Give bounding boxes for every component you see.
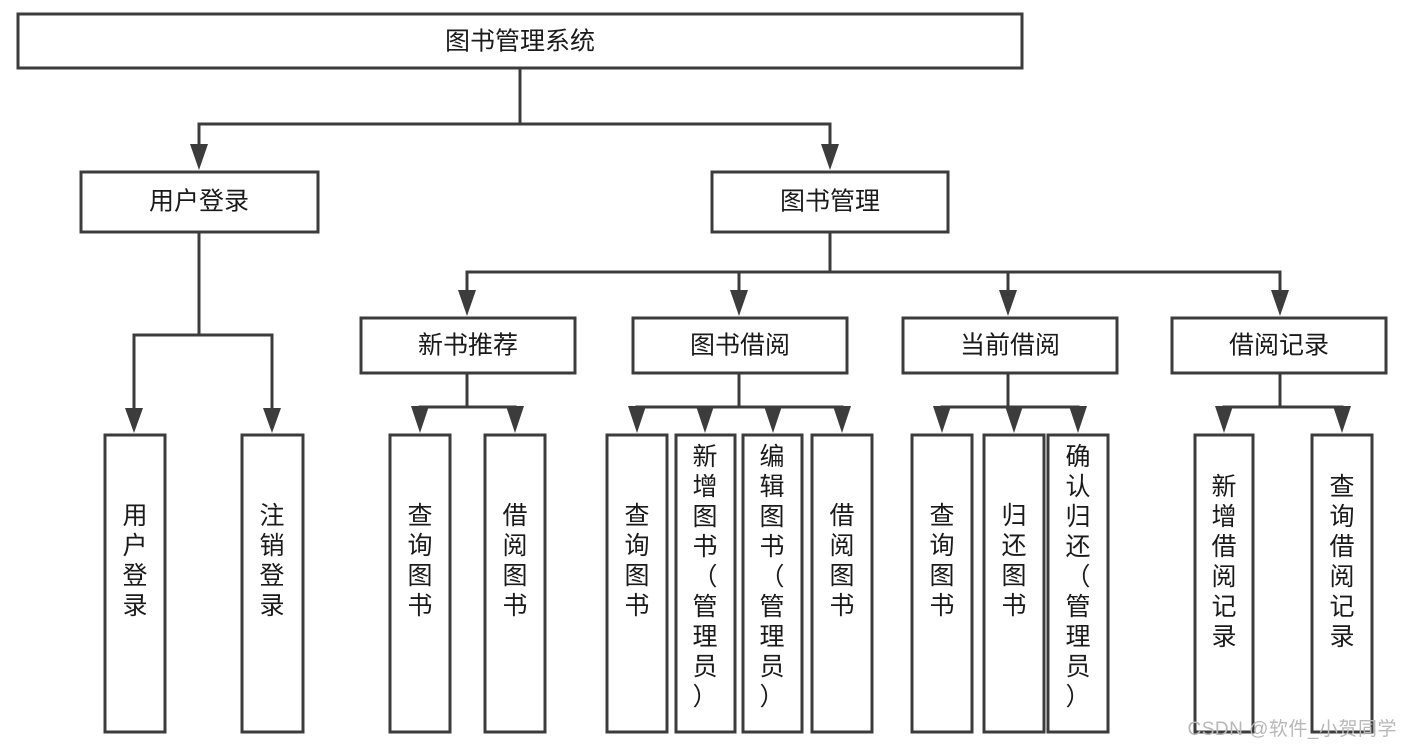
node-borrow-record-label: 借阅记录 [1229,332,1329,360]
arrow-root-to-book [821,144,839,170]
leaf-user-login-box [103,433,167,734]
node-root[interactable]: 图书管理系统 [16,12,1024,70]
arrow-borrow-child-1 [628,406,646,433]
leaf-record-add[interactable]: 新增借阅记录 [1193,433,1255,734]
arrow-newbook-child-2 [506,406,524,433]
arrow-record-child-1 [1215,406,1233,433]
leaf-newbook-query-label: 查询图书 [407,502,432,620]
arrow-root-to-user [190,144,208,170]
leaf-newbook-borrow[interactable]: 借阅图书 [483,433,547,734]
node-new-book-recommend-label: 新书推荐 [418,332,518,360]
arrow-current-child-2 [1005,406,1023,433]
node-new-book-recommend[interactable]: 新书推荐 [359,316,577,375]
leaf-borrow-edit[interactable]: 编辑图书（管理员） [741,433,804,734]
node-borrow-record[interactable]: 借阅记录 [1170,316,1388,375]
leaf-newbook-query-box [388,433,452,734]
leaf-borrow-query-label: 查询图书 [624,502,649,620]
node-user-login[interactable]: 用户登录 [79,170,320,234]
node-root-label: 图书管理系统 [445,28,595,56]
arrow-book-to-record [1271,290,1289,316]
node-user-login-label: 用户登录 [149,188,249,216]
node-borrow-record-box [1170,316,1388,375]
node-current-borrow[interactable]: 当前借阅 [901,316,1119,375]
leaf-current-confirm-return-label: 确认归还（管理员） [1065,443,1090,711]
node-user-login-box [79,170,320,234]
arrow-book-to-newbook [458,290,476,316]
leaf-record-add-box [1193,433,1255,734]
node-book-management[interactable]: 图书管理 [710,170,950,234]
leaf-borrow-add-box [674,433,737,734]
node-current-borrow-label: 当前借阅 [960,332,1060,360]
node-book-borrow[interactable]: 图书借阅 [631,316,849,375]
leaf-record-query-box [1310,433,1374,734]
arrow-record-child-2 [1333,406,1351,433]
leaf-newbook-borrow-label: 借阅图书 [502,502,527,620]
leaf-borrow-edit-label: 编辑图书（管理员） [759,443,784,711]
leaf-borrow-edit-box [741,433,804,734]
arrow-borrow-child-4 [833,406,851,433]
leaf-user-logout[interactable]: 注销登录 [240,433,305,734]
leaf-user-login[interactable]: 用户登录 [103,433,167,734]
leaf-current-query-box [910,433,974,734]
arrow-user-child-1 [125,408,143,433]
leaf-borrow-book[interactable]: 借阅图书 [810,433,874,734]
leaf-borrow-query-box [605,433,669,734]
leaf-newbook-borrow-box [483,433,547,734]
leaf-current-query-label: 查询图书 [929,502,954,620]
node-book-borrow-box [631,316,849,375]
node-current-borrow-box [901,316,1119,375]
node-new-book-recommend-box [359,316,577,375]
leaf-borrow-add[interactable]: 新增图书（管理员） [674,433,737,734]
leaf-record-query-label: 查询借阅记录 [1329,473,1354,651]
leaf-borrow-add-label: 新增图书（管理员） [692,443,717,711]
node-book-management-box [710,170,950,234]
arrow-book-to-borrow [730,290,748,316]
leaf-user-login-label: 用户登录 [122,502,147,620]
leaf-borrow-query[interactable]: 查询图书 [605,433,669,734]
node-book-management-label: 图书管理 [780,188,880,216]
leaf-user-logout-box [240,433,305,734]
leaf-borrow-book-box [810,433,874,734]
arrow-current-child-3 [1069,406,1087,433]
leaf-current-confirm-return[interactable]: 确认归还（管理员） [1046,433,1110,734]
arrow-borrow-child-2 [696,406,714,433]
connector-layer [125,66,1351,433]
leaf-record-query[interactable]: 查询借阅记录 [1310,433,1374,734]
leaf-current-query[interactable]: 查询图书 [910,433,974,734]
arrow-user-child-2 [263,408,281,433]
node-root-box [16,12,1024,70]
arrow-newbook-child-1 [411,406,429,433]
leaf-current-return[interactable]: 归还图书 [982,433,1046,734]
leaf-record-add-label: 新增借阅记录 [1211,473,1236,651]
node-book-borrow-label: 图书借阅 [690,332,790,360]
leaf-current-return-label: 归还图书 [1001,502,1026,620]
leaf-borrow-book-label: 借阅图书 [829,502,854,620]
arrow-borrow-child-3 [764,406,782,433]
leaf-current-return-box [982,433,1046,734]
arrow-current-child-1 [933,406,951,433]
leaf-user-logout-label: 注销登录 [259,502,284,620]
leaf-newbook-query[interactable]: 查询图书 [388,433,452,734]
arrow-book-to-current [999,290,1017,316]
leaf-current-confirm-return-box [1046,433,1110,734]
